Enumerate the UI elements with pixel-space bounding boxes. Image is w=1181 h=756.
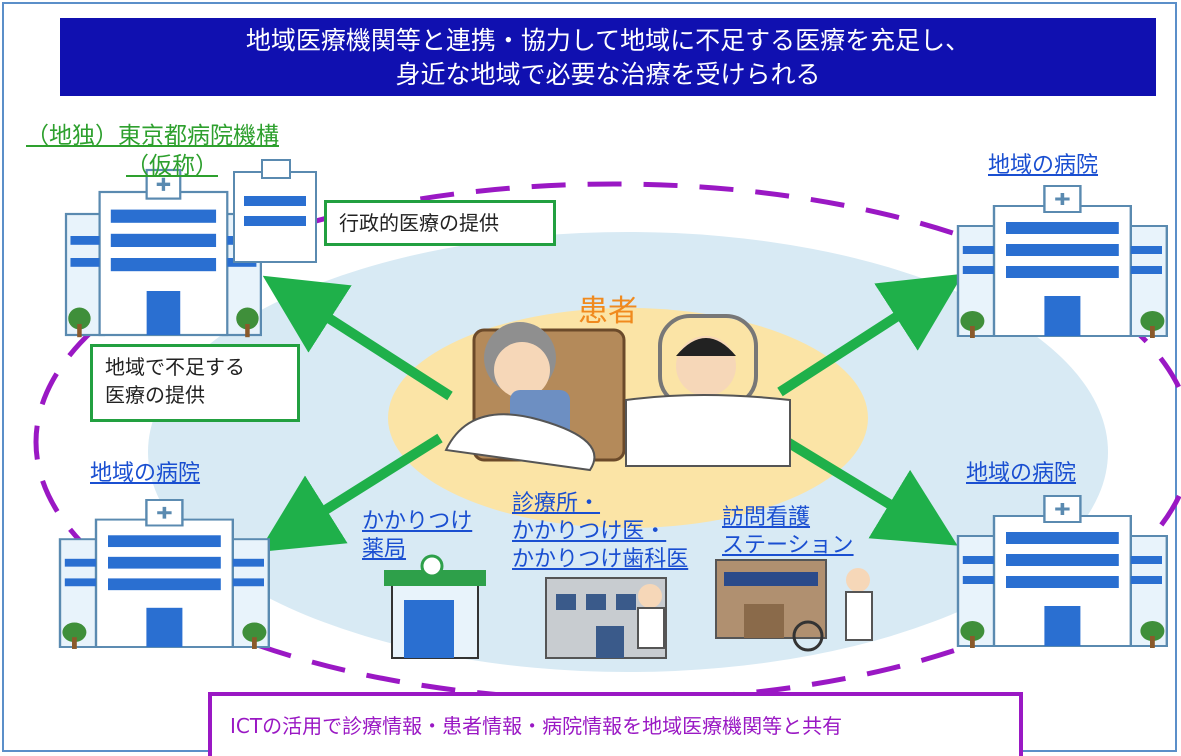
nursing-label-line-2[interactable]: ステーション [722,533,854,558]
pharmacy-label-line-2[interactable]: 薬局 [362,537,407,562]
arrow-to-hospital-bottom-right [781,435,958,546]
arrow-to-hospital-bottom-left [258,433,443,552]
hospital-top-right-icon [956,184,1169,340]
banner-line-1: 地域医療機関等と連携・協力して地域に不足する医療を充足し、 [245,26,971,55]
shortage-care-line-2: 医療の提供 [105,383,205,407]
clinic-icon [545,577,667,659]
shortage-care-box: 地域で不足する 医療の提供 [90,344,300,422]
metro-hospital-org-label[interactable]: （地独）東京都病院機構 [26,123,279,149]
metro-hospital-org-sublabel[interactable]: （仮称） [126,153,218,179]
clinic-label-line-3[interactable]: かかりつけ歯科医 [512,547,689,572]
nursing-station-icon [715,559,873,652]
ict-sharing-text: ICTの活用で診療情報・患者情報・病院情報を地域医療機関等と共有 [230,714,843,738]
clinic-label-line-1[interactable]: 診療所・ [512,491,601,516]
elderly-patient-icon [444,322,626,472]
hospital-bottom-left-label[interactable]: 地域の病院 [90,461,201,486]
admin-care-text: 行政的医療の提供 [339,211,499,235]
nursing-label-line-1[interactable]: 訪問看護 [722,505,811,530]
arrow-to-hospital-top-right [777,273,964,397]
hospital-bottom-right-label[interactable]: 地域の病院 [966,461,1077,486]
pharmacy-label-line-1[interactable]: かかりつけ [362,509,473,534]
ict-sharing-box: ICTの活用で診療情報・患者情報・病院情報を地域医療機関等と共有 [208,692,1023,756]
banner-line-2: 身近な地域で必要な治療を受けられる [395,60,821,89]
bed-patient-icon [625,314,791,467]
title-banner: 地域医療機関等と連携・協力して地域に不足する医療を充足し、 身近な地域で必要な治… [60,18,1156,96]
pharmacy-icon [384,554,486,659]
patient-label: 患者 [578,294,638,329]
clinic-label-line-2[interactable]: かかりつけ医・ [512,519,667,544]
hospital-top-right-label[interactable]: 地域の病院 [988,153,1099,178]
admin-care-box: 行政的医療の提供 [324,200,556,246]
metro-hospital-icon [64,159,317,339]
shortage-care-line-1: 地域で不足する [105,355,245,379]
arrow-to-metro-hospital [262,275,453,401]
